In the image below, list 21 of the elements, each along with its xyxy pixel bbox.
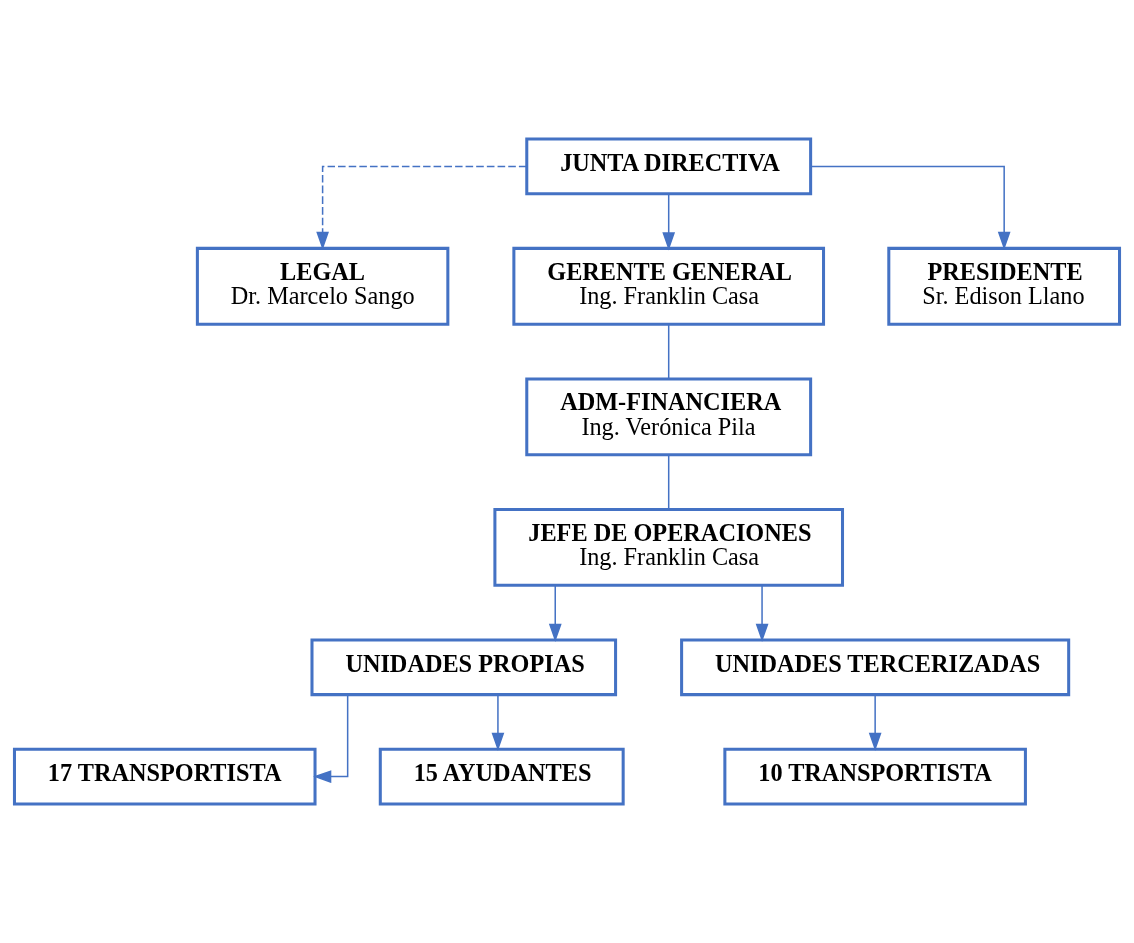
node-box: GERENTE GENERAL Ing. Franklin Casa bbox=[512, 246, 826, 326]
arrow bbox=[662, 193, 676, 251]
arrow bbox=[868, 694, 882, 751]
node-box: ADM-FINANCIERA Ing. Verónica Pila bbox=[525, 377, 813, 457]
arrow bbox=[548, 585, 562, 643]
arrow bbox=[313, 694, 349, 783]
node-box: JEFE DE OPERACIONES Ing. Franklin Casa bbox=[493, 507, 845, 587]
connector bbox=[667, 324, 670, 380]
arrow bbox=[755, 585, 769, 643]
node-box: JUNTA DIRECTIVA bbox=[525, 137, 813, 196]
arrow bbox=[491, 694, 505, 751]
node-box: 15 AYUDANTES bbox=[378, 747, 625, 806]
node-box: UNIDADES PROPIAS bbox=[310, 638, 618, 697]
node-box: UNIDADES TERCERIZADAS bbox=[680, 638, 1071, 697]
arrow bbox=[316, 165, 528, 250]
node-box: 10 TRANSPORTISTA bbox=[723, 747, 1027, 806]
node-box: 17 TRANSPORTISTA bbox=[12, 747, 317, 806]
node-box: LEGAL Dr. Marcelo Sango bbox=[195, 246, 450, 326]
node-box: PRESIDENTE Sr. Edison Llano bbox=[887, 246, 1122, 326]
connector bbox=[667, 454, 670, 510]
arrow bbox=[810, 165, 1011, 250]
